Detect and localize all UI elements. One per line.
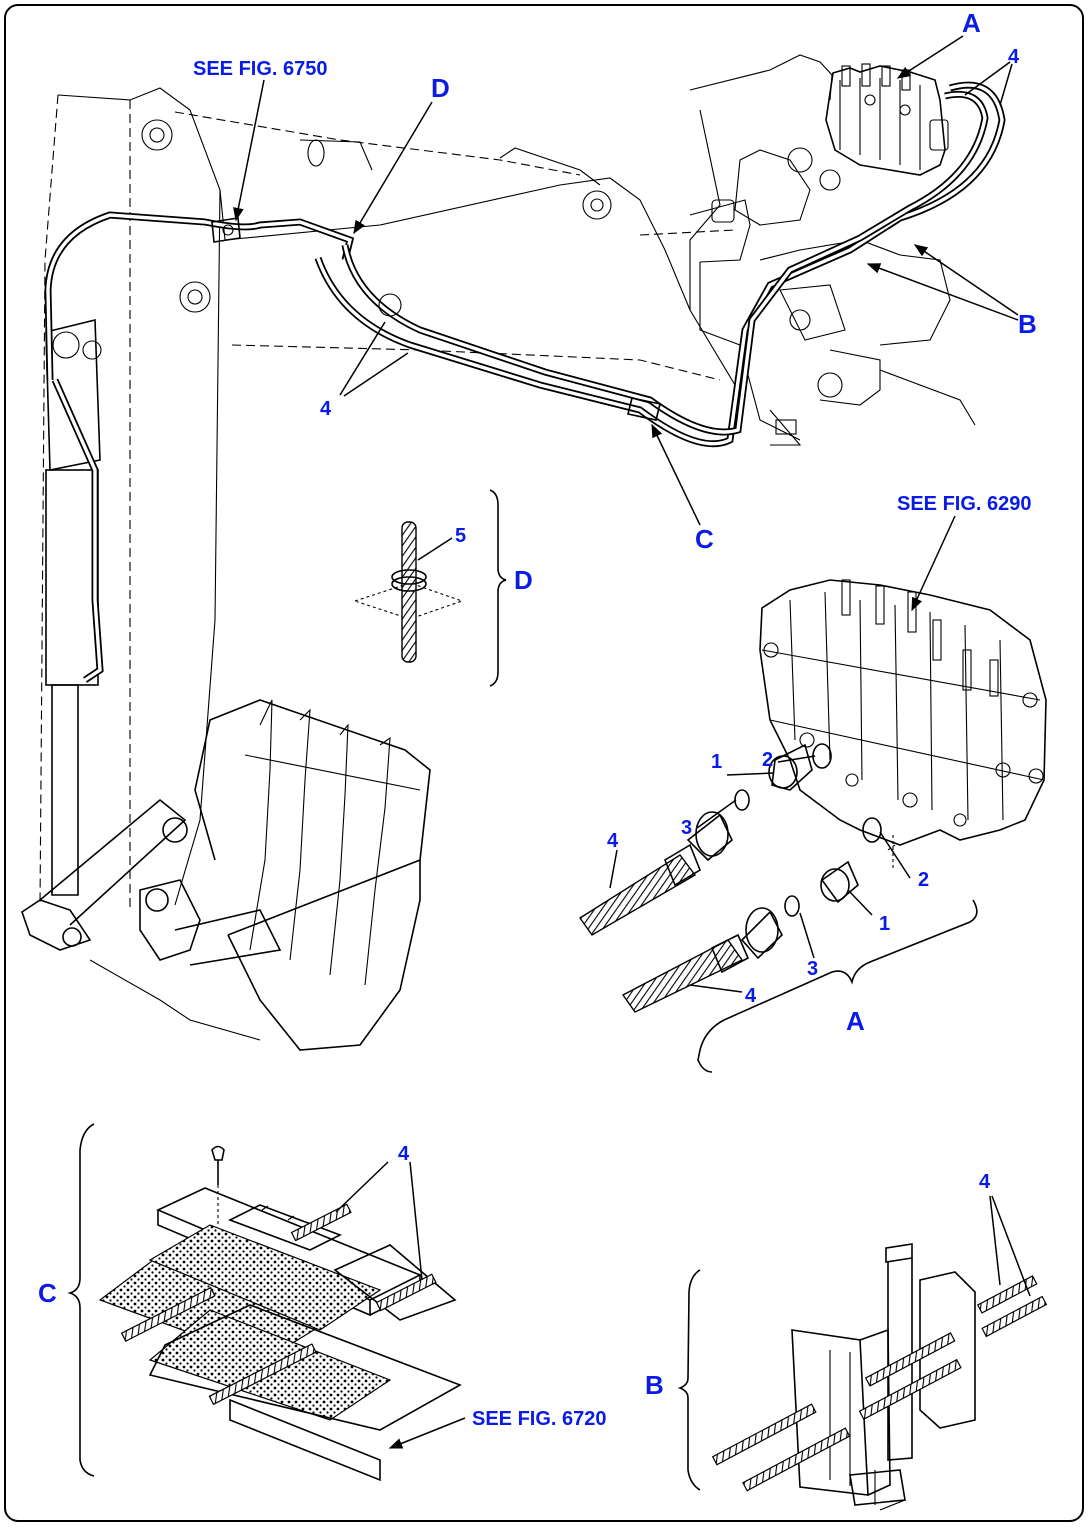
- label-a-main: A: [962, 8, 981, 38]
- part-4-label-upper: 4: [607, 830, 619, 852]
- part-4-label-detail-c: 4: [398, 1143, 410, 1165]
- see-fig-6750-label: SEE FIG. 6750: [193, 58, 328, 80]
- detail-c: [67, 1123, 466, 1482]
- label-c-detail: C: [38, 1278, 57, 1308]
- hose-routing: [44, 81, 1006, 683]
- part-4-label-detail-b: 4: [979, 1171, 991, 1193]
- part-3-label-lower: 3: [807, 958, 818, 980]
- part-4-label-main-a: 4: [1008, 46, 1020, 68]
- callout-labels: SEE FIG. 6750 SEE FIG. 6290 SEE FIG. 672…: [38, 8, 1037, 1430]
- part-1-label-lower: 1: [879, 913, 890, 935]
- label-d-main: D: [431, 73, 450, 103]
- drawing-frame: [4, 4, 1084, 1522]
- part-5-label: 5: [455, 525, 466, 547]
- see-fig-6290-label: SEE FIG. 6290: [897, 493, 1032, 515]
- part-4-label-lower: 4: [745, 985, 757, 1007]
- see-fig-6720-label: SEE FIG. 6720: [472, 1408, 607, 1430]
- main-leaders: [233, 35, 1019, 612]
- detail-a: [579, 579, 1047, 1073]
- label-d-detail: D: [514, 565, 533, 595]
- label-b-main: B: [1018, 309, 1037, 339]
- part-1-label-upper: 1: [711, 751, 722, 773]
- label-c-main: C: [695, 524, 714, 554]
- label-b-detail: B: [645, 1370, 664, 1400]
- part-3-label-upper: 3: [681, 817, 692, 839]
- boom-assembly: [21, 54, 1006, 1051]
- part-4-label-main-boom: 4: [320, 398, 332, 420]
- label-a-detail: A: [846, 1006, 865, 1036]
- detail-d: [353, 489, 507, 687]
- detail-b: [677, 1195, 1048, 1511]
- part-2-label-upper: 2: [762, 749, 773, 771]
- part-2-label-lower: 2: [918, 869, 929, 891]
